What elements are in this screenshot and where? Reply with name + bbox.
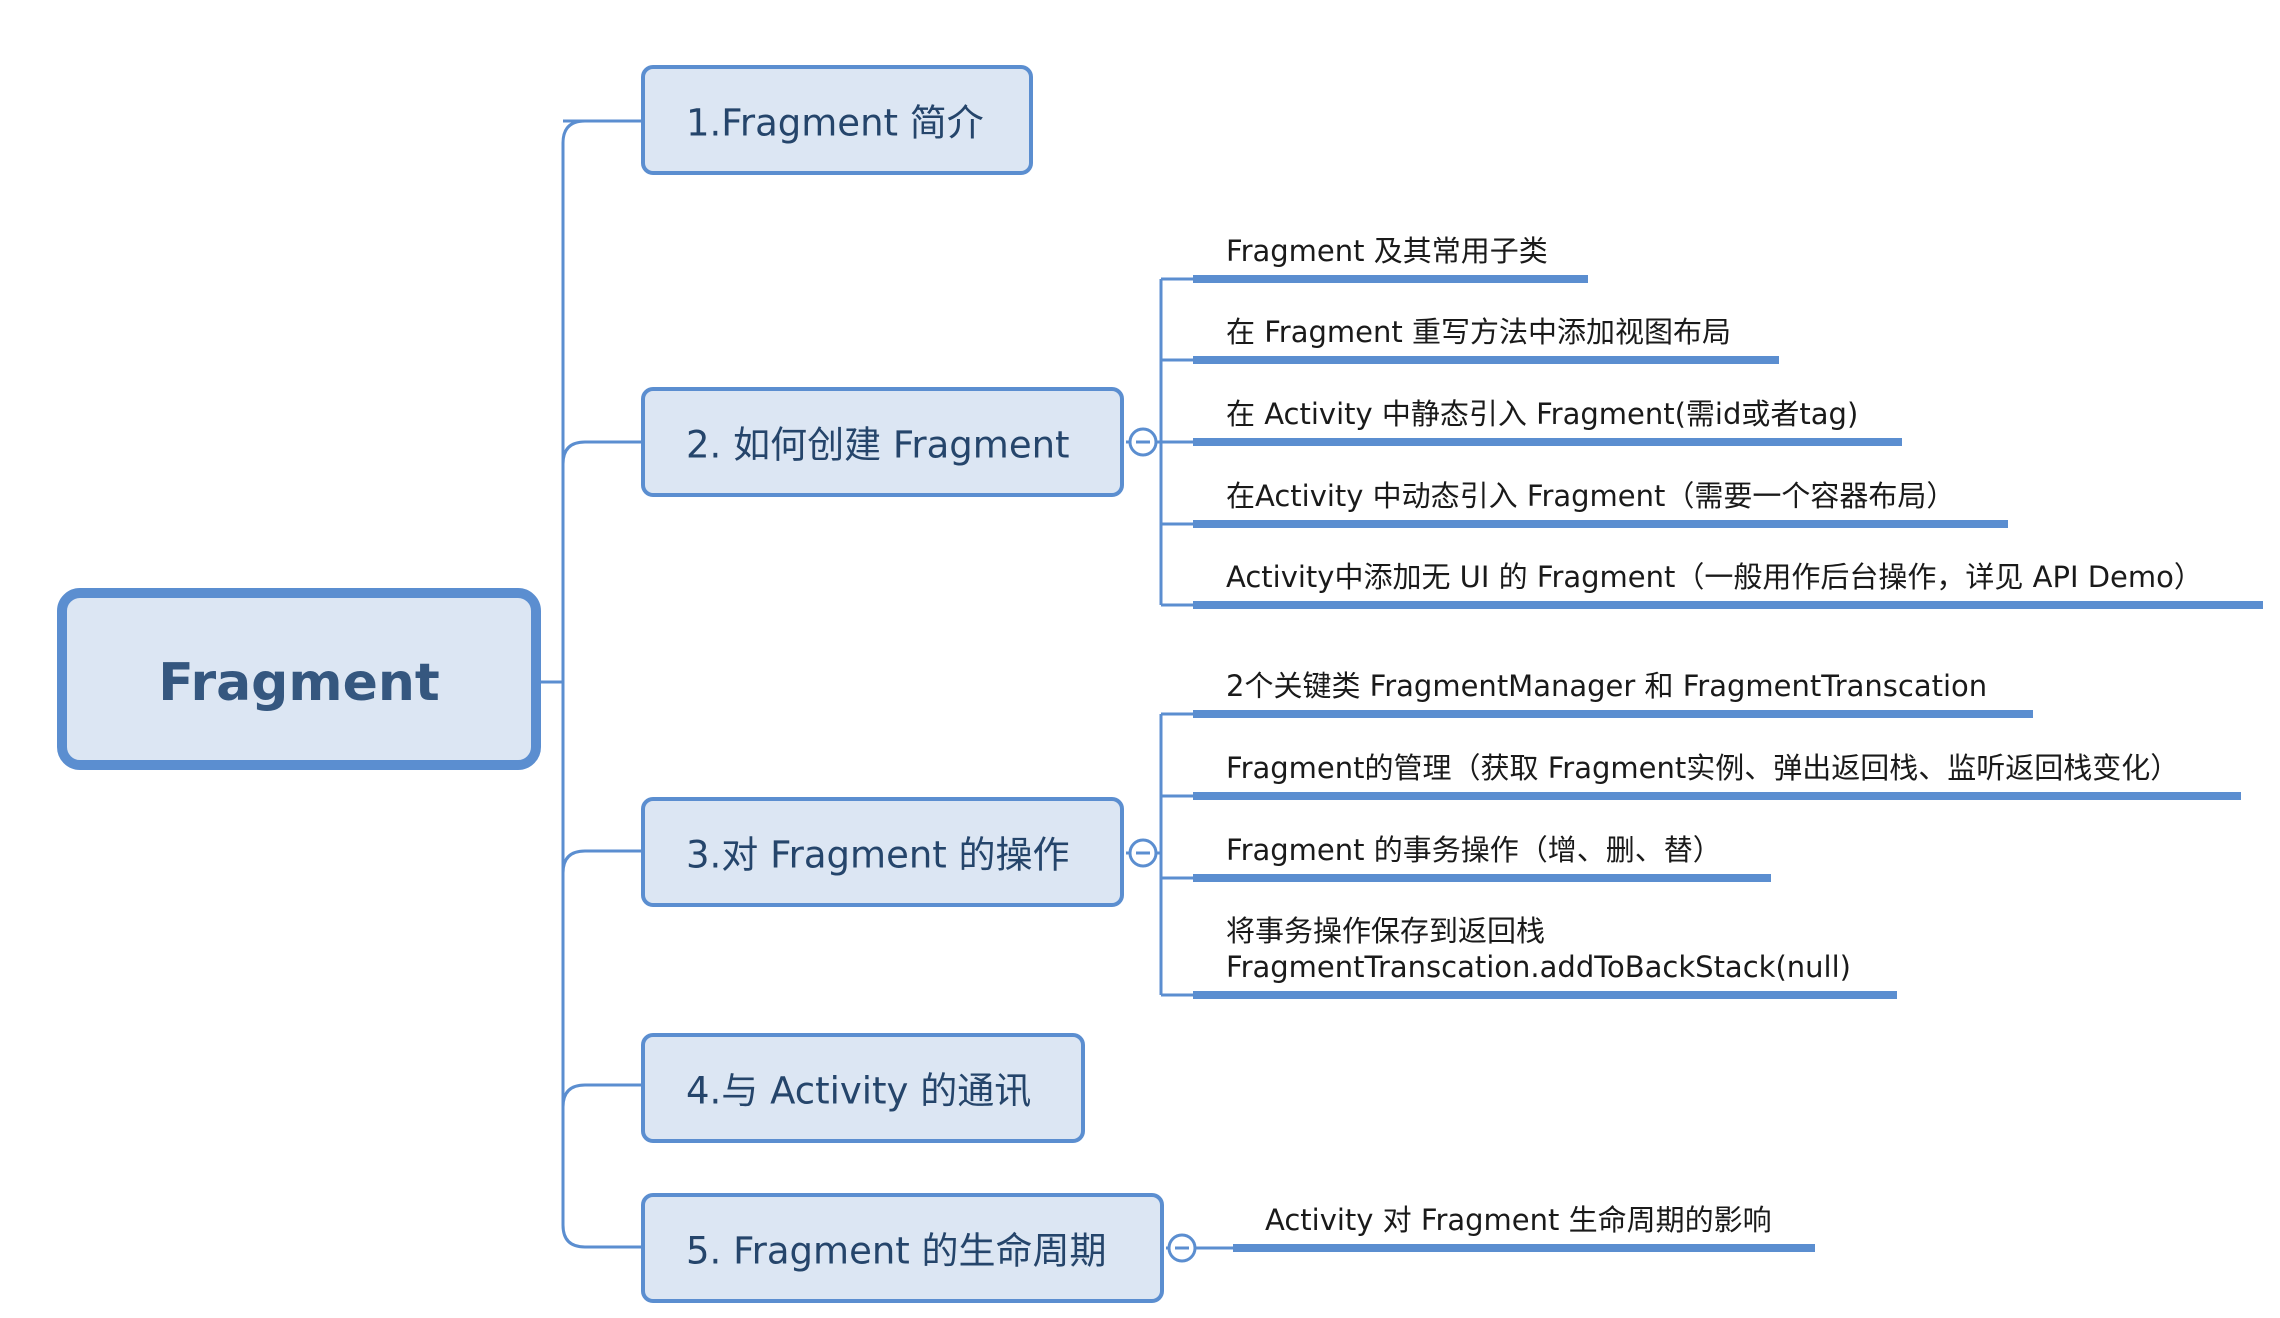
branch-node-1-label: 1.Fragment 简介 — [686, 102, 984, 145]
branch-node-5[interactable]: 5. Fragment 的生命周期 — [641, 1193, 1164, 1303]
leaf-2-3[interactable]: 在 Activity 中静态引入 Fragment(需id或者tag) — [1226, 397, 1858, 431]
branch-node-3[interactable]: 3.对 Fragment 的操作 — [641, 797, 1124, 907]
connector-branch-2 — [561, 440, 643, 465]
branch-node-4[interactable]: 4.与 Activity 的通讯 — [641, 1033, 1085, 1143]
leaf-texts: Fragment 及其常用子类 在 Fragment 重写方法中添加视图布局 在… — [1226, 234, 2203, 1237]
leaf-underlines — [1193, 275, 2263, 1252]
collapse-icon-branch-2[interactable] — [1128, 427, 1158, 457]
leaf-2-5[interactable]: Activity中添加无 UI 的 Fragment（一般用作后台操作，详见 A… — [1226, 560, 2203, 594]
branch-node-3-label: 3.对 Fragment 的操作 — [686, 834, 1070, 877]
branch-node-2[interactable]: 2. 如何创建 Fragment — [641, 387, 1124, 497]
leaf-3-4-line-1[interactable]: 将事务操作保存到返回栈 — [1226, 914, 1545, 948]
root-node-label: Fragment — [158, 653, 439, 713]
leaf-3-2[interactable]: Fragment的管理（获取 Fragment实例、弹出返回栈、监听返回栈变化） — [1226, 751, 2179, 785]
collapse-icon-branch-5[interactable] — [1167, 1233, 1197, 1263]
leaf-2-4[interactable]: 在Activity 中动态引入 Fragment（需要一个容器布局） — [1226, 479, 1955, 513]
connector-trunk — [561, 119, 586, 1249]
branch-node-5-label: 5. Fragment 的生命周期 — [686, 1230, 1107, 1273]
branch-node-4-label: 4.与 Activity 的通讯 — [686, 1070, 1031, 1113]
leaf-3-4-line-2[interactable]: FragmentTranscation.addToBackStack(null) — [1226, 950, 1851, 984]
branch-node-2-label: 2. 如何创建 Fragment — [686, 424, 1070, 467]
root-node[interactable]: Fragment — [57, 588, 541, 770]
root-connectors — [540, 119, 643, 1249]
leaf-2-1[interactable]: Fragment 及其常用子类 — [1226, 234, 1548, 268]
connector-branch-3 — [561, 849, 643, 874]
leaf-2-2[interactable]: 在 Fragment 重写方法中添加视图布局 — [1226, 315, 1731, 349]
branch-node-1[interactable]: 1.Fragment 简介 — [641, 65, 1033, 175]
leaf-5-1[interactable]: Activity 对 Fragment 生命周期的影响 — [1265, 1203, 1772, 1237]
collapse-icon-branch-3[interactable] — [1128, 838, 1158, 868]
leaf-3-3[interactable]: Fragment 的事务操作（增、删、替） — [1226, 833, 1722, 867]
leaf-3-1[interactable]: 2个关键类 FragmentManager 和 FragmentTranscat… — [1226, 669, 1987, 703]
connector-branch-4 — [561, 1083, 643, 1108]
